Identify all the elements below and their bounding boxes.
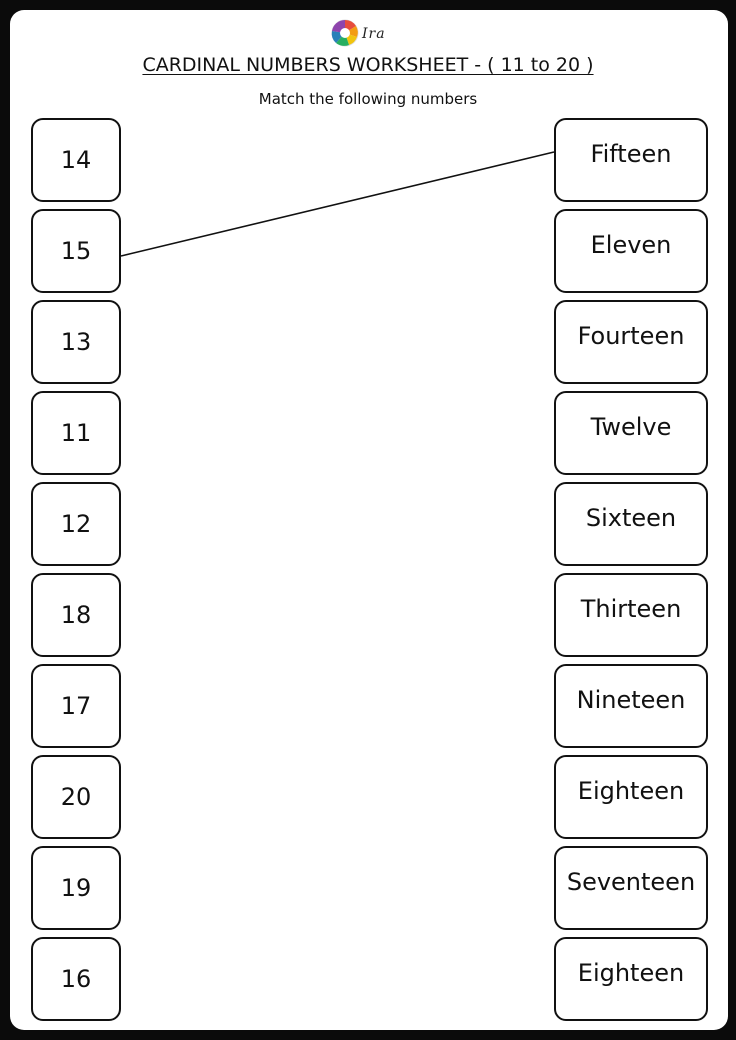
word-box-9[interactable]: Seventeen [554,846,708,930]
word-box-5[interactable]: Sixteen [554,482,708,566]
number-box-6[interactable]: 18 [31,573,121,657]
worksheet-title: CARDINAL NUMBERS WORKSHEET - ( 11 to 20 … [142,54,594,76]
number-box-8[interactable]: 20 [31,755,121,839]
number-box-1[interactable]: 14 [31,118,121,202]
worksheet-instruction: Match the following numbers [258,90,478,108]
word-box-8[interactable]: Eighteen [554,755,708,839]
word-box-3[interactable]: Fourteen [554,300,708,384]
word-box-2[interactable]: Eleven [554,209,708,293]
word-box-7[interactable]: Nineteen [554,664,708,748]
number-box-5[interactable]: 12 [31,482,121,566]
ira-logo-text: Ira [362,26,386,42]
ira-logo-icon [331,19,359,47]
number-box-7[interactable]: 17 [31,664,121,748]
number-box-3[interactable]: 13 [31,300,121,384]
word-box-1[interactable]: Fifteen [554,118,708,202]
number-box-4[interactable]: 11 [31,391,121,475]
word-box-10[interactable]: Eighteen [554,937,708,1021]
number-box-10[interactable]: 16 [31,937,121,1021]
word-box-6[interactable]: Thirteen [554,573,708,657]
number-box-9[interactable]: 19 [31,846,121,930]
word-box-4[interactable]: Twelve [554,391,708,475]
number-box-2[interactable]: 15 [31,209,121,293]
